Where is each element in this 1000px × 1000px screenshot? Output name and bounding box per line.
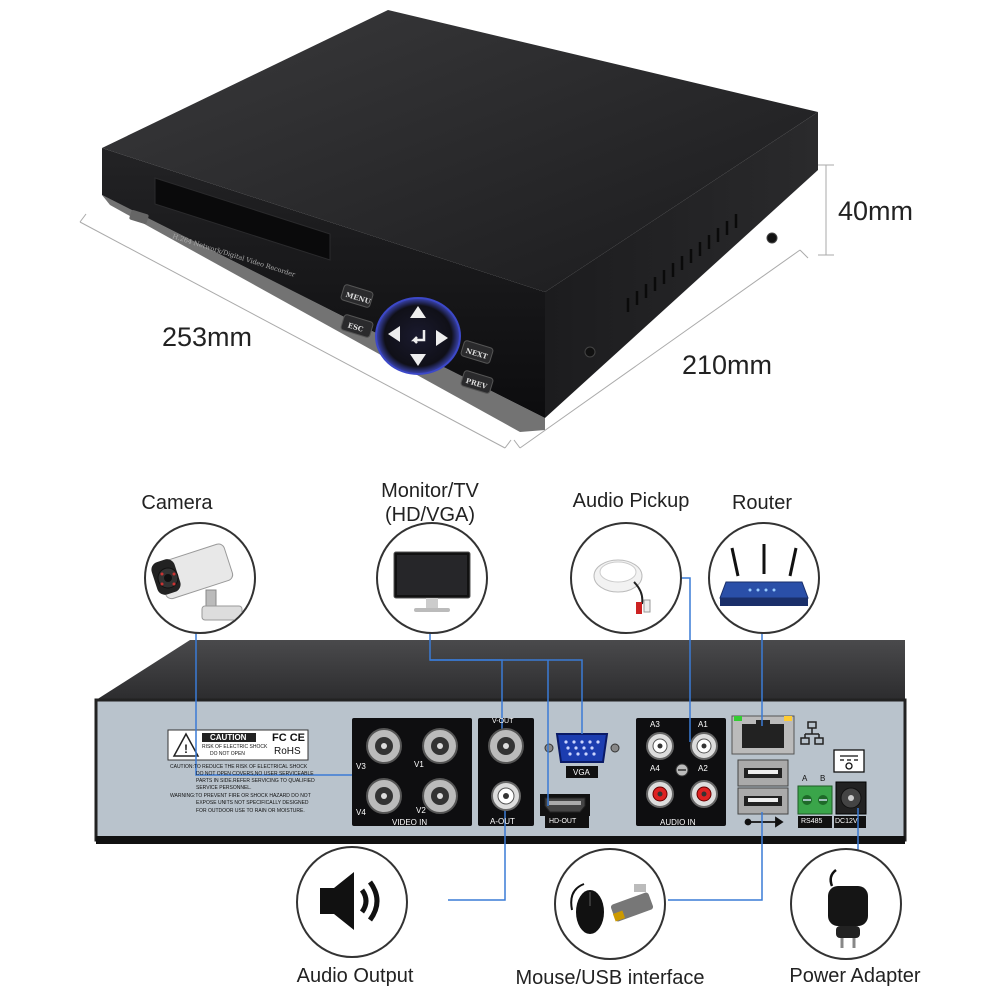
fcc-ce-mark: FC CE: [272, 732, 305, 744]
usb-icon: [744, 816, 784, 828]
label-a4: A4: [650, 764, 660, 773]
monitor-sublabel: (HD/VGA): [385, 504, 475, 526]
ethernet-port[interactable]: [731, 715, 795, 755]
camera-circle: [144, 522, 256, 634]
dc-polarity-icon: [833, 749, 865, 773]
monitor-icon: [393, 551, 471, 612]
warning-text-4: SERVICE PERSONNEL.: [196, 785, 252, 791]
dimension-lines: [79, 164, 834, 449]
depth-dimension-label: 210mm: [682, 350, 773, 380]
audio-pickup-circle: [570, 522, 682, 634]
rs485-label: RS485: [801, 818, 823, 825]
label-v4: V4: [356, 808, 366, 817]
router-label: Router: [731, 492, 793, 514]
label-v2: V2: [416, 806, 426, 815]
microphone-icon: [593, 559, 651, 614]
enter-icon[interactable]: [410, 330, 426, 344]
svg-text:!: !: [184, 742, 188, 756]
rca-connector-a1[interactable]: [690, 732, 718, 760]
rear-top-surface: [96, 640, 905, 700]
prev-button[interactable]: [460, 370, 494, 394]
esc-button[interactable]: [340, 314, 374, 338]
a-out-label: A-OUT: [490, 817, 515, 826]
width-dimension-label: 253mm: [162, 322, 253, 352]
dc12v-label: DC12V: [835, 818, 858, 825]
bnc-connector-v-out[interactable]: [488, 728, 524, 764]
bnc-connector-v2[interactable]: [422, 778, 458, 814]
warning-text-7: FOR OUTDOOR USE TO RAIN OR MOISTURE.: [196, 808, 305, 814]
label-a3: A3: [650, 720, 660, 729]
dvr-top-surface: [102, 10, 818, 292]
side-screw: [584, 346, 596, 358]
usb-port[interactable]: [737, 759, 789, 787]
vga-port[interactable]: [544, 733, 620, 763]
audio-in-label: AUDIO IN: [660, 818, 696, 827]
rohs-mark: RoHS: [274, 746, 301, 757]
audio-pickup-label: Audio Pickup: [572, 490, 690, 512]
warning-text-3: PARTS IN SIDE.REFER SERVICING TO QUALIFI…: [196, 778, 315, 784]
monitor-circle: [376, 522, 488, 634]
rca-connector-a4[interactable]: [646, 780, 674, 808]
arrow-left-icon[interactable]: [388, 326, 400, 342]
menu-button[interactable]: [340, 284, 374, 308]
bnc-connector-v4[interactable]: [366, 778, 402, 814]
arrow-down-icon[interactable]: [410, 354, 426, 366]
ground-screw-icon: [675, 763, 689, 777]
label-a2: A2: [698, 764, 708, 773]
warning-text-5: WARNING:TO PREVENT FIRE OR SHOCK HAZARD …: [170, 793, 311, 799]
warning-text-1: CAUTION:TO REDUCE THE RISK OF ELECTRICAL…: [170, 764, 308, 770]
rs485-terminal[interactable]: [797, 785, 833, 815]
bnc-connector-v3[interactable]: [366, 728, 402, 764]
rca-connector-a3[interactable]: [646, 732, 674, 760]
dc-power-jack[interactable]: [835, 781, 867, 815]
vga-label: VGA: [573, 768, 590, 777]
mouse-usb-icon: [570, 883, 654, 934]
label-v3: V3: [356, 762, 366, 771]
rs485-a-label: A: [802, 774, 808, 783]
camera-icon: [151, 543, 243, 621]
camera-label: Camera: [141, 492, 213, 514]
arrow-up-icon[interactable]: [410, 306, 426, 318]
mouse-usb-label: Mouse/USB interface: [515, 967, 705, 989]
audio-output-circle: [296, 846, 408, 958]
rs485-b-label: B: [820, 774, 826, 783]
video-in-panel: [352, 718, 472, 826]
caution-sub-1: RISK OF ELECTRIC SHOCK: [202, 744, 268, 750]
caution-sub-2: DO NOT OPEN: [210, 751, 245, 757]
dvr-front-view: H.264 Network/Digital Video Recorder MEN…: [102, 10, 818, 432]
router-circle: [708, 522, 820, 634]
speaker-icon: [320, 872, 380, 930]
front-display-window: [154, 177, 331, 261]
video-in-label: VIDEO IN: [392, 818, 428, 827]
hd-out-label: HD-OUT: [549, 818, 577, 825]
side-vents: [626, 214, 738, 312]
rca-connector-a-out[interactable]: [491, 781, 521, 811]
monitor-label: Monitor/TV: [381, 480, 479, 502]
label-v1: V1: [414, 760, 424, 769]
rca-connector-a2[interactable]: [690, 780, 718, 808]
usb-port[interactable]: [737, 787, 789, 815]
label-a1: A1: [698, 720, 708, 729]
router-icon: [719, 544, 809, 606]
warning-triangle-icon: [172, 732, 200, 757]
directional-pad[interactable]: [375, 297, 461, 375]
next-button[interactable]: [460, 340, 494, 364]
bnc-connector-v1[interactable]: [422, 728, 458, 764]
power-adapter-circle: [790, 848, 902, 960]
front-usb-port: [129, 210, 149, 224]
arrow-right-icon[interactable]: [436, 330, 448, 346]
v-out-label: V-OUT: [492, 718, 514, 725]
warning-text-6: EXPOSE UNITS NOT SPECIFICALLY DESIGNED: [196, 800, 309, 806]
side-screw: [766, 232, 778, 244]
mouse-usb-circle: [554, 848, 666, 960]
hdmi-port[interactable]: [540, 794, 590, 816]
power-adapter-icon: [828, 869, 868, 948]
height-dimension-label: 40mm: [838, 196, 914, 226]
network-icon: [800, 721, 824, 745]
audio-output-label: Audio Output: [296, 965, 414, 987]
caution-title: CAUTION: [210, 733, 247, 742]
warning-text-2: DO NOT OPEN COVERS,NO USER SERVICEABLE: [196, 771, 314, 777]
power-adapter-label: Power Adapter: [789, 965, 921, 987]
